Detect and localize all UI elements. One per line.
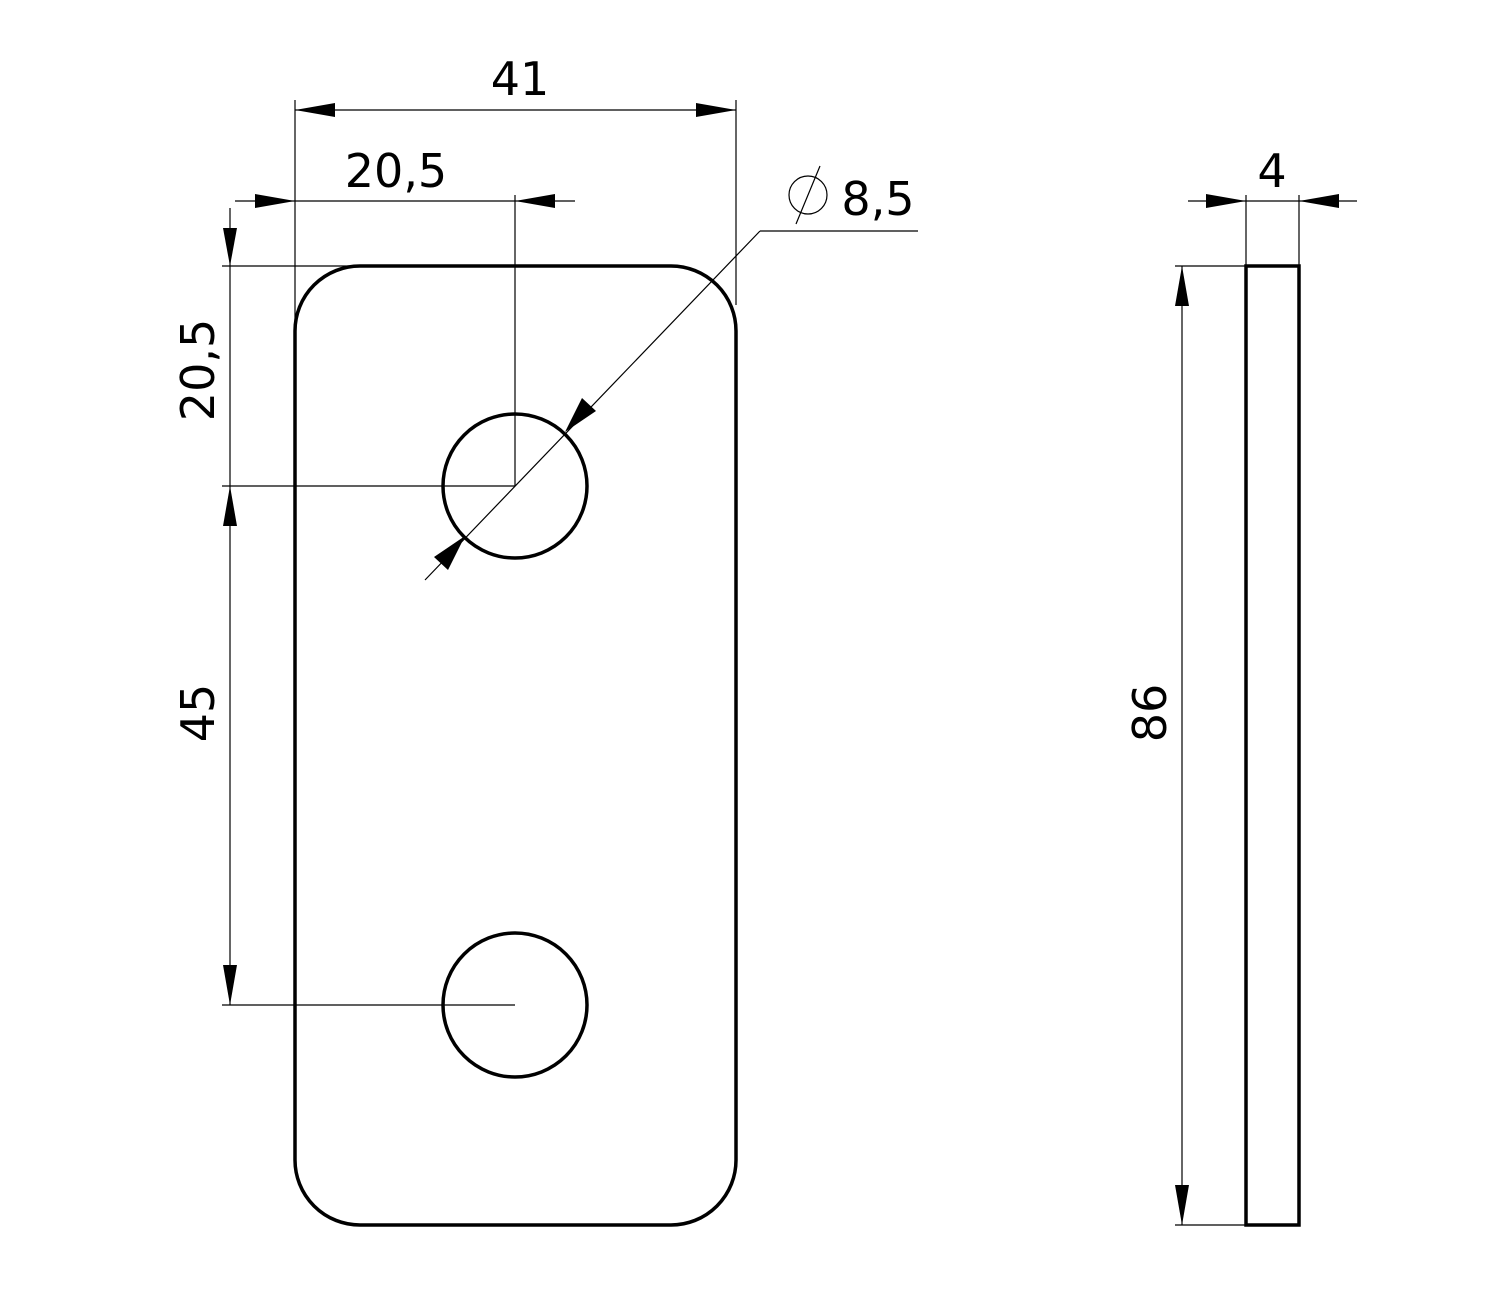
dimension-hole-diameter: 8,5 — [424, 165, 918, 581]
dimension-hole-x: 20,5 — [235, 144, 575, 486]
dimension-width: 41 — [294, 52, 737, 330]
dimension-hole-x-label: 20,5 — [345, 144, 447, 198]
dimension-width-label: 41 — [491, 52, 550, 106]
side-view-outline — [1244, 264, 1301, 1227]
dimension-height: 86 — [1123, 265, 1246, 1226]
dimension-hole-spacing: 45 — [171, 486, 515, 1006]
dimension-hole-y: 20,5 — [171, 208, 515, 487]
dimension-hole-spacing-label: 45 — [171, 684, 225, 743]
dimension-hole-diameter-label: 8,5 — [841, 172, 914, 226]
dimension-thickness-label: 4 — [1257, 144, 1286, 198]
dimension-thickness: 4 — [1188, 144, 1357, 266]
dimension-height-label: 86 — [1123, 684, 1177, 743]
dimension-hole-y-label: 20,5 — [171, 319, 225, 421]
diameter-symbol-icon — [788, 165, 828, 225]
